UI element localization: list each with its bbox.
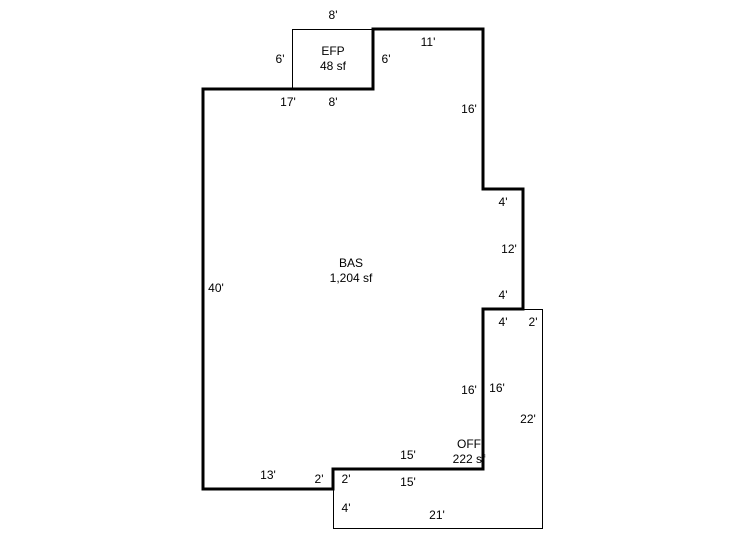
dim-bas-right-lower: 16' — [461, 383, 477, 397]
bas-name-label: BAS — [339, 256, 363, 270]
dim-bas-bottom-left: 13' — [260, 468, 276, 482]
dim-efp-top: 8' — [329, 8, 338, 22]
dim-off-inner-bottom: 15' — [400, 475, 416, 489]
dim-off-bottom: 21' — [429, 508, 445, 522]
efp-name-label: EFP — [321, 44, 344, 58]
dim-bas-left: 40' — [208, 281, 224, 295]
efp-area-label: 48 sf — [320, 59, 347, 73]
dim-off-top: 2' — [529, 315, 538, 329]
dim-efp-bottom: 8' — [329, 95, 338, 109]
bas-area-label: 1,204 sf — [330, 271, 373, 285]
dim-bas-bump-bottom: 4' — [499, 288, 508, 302]
dim-bas-bump-top: 4' — [499, 195, 508, 209]
dim-bas-right-upper: 16' — [461, 102, 477, 116]
dim-bas-bump-side: 12' — [501, 242, 517, 256]
dim-bas-top-left: 17' — [280, 95, 296, 109]
dim-bas-top-right: 11' — [421, 35, 436, 49]
bas-outline — [201, 27, 525, 491]
off-name-label: OFF — [457, 437, 481, 451]
dim-bas-step-down: 2' — [315, 472, 324, 486]
dim-efp-right: 6' — [382, 52, 391, 66]
off-area-label: 222 sf — [453, 452, 486, 466]
dim-bas-bottom-inner: 15' — [400, 448, 416, 462]
dim-off-inner-side: 16' — [489, 381, 505, 395]
dim-off-left: 4' — [342, 501, 351, 515]
dim-off-step: 2' — [342, 472, 351, 486]
off-outline — [333, 309, 543, 529]
dim-off-right: 22' — [520, 412, 536, 426]
dim-efp-left: 6' — [276, 52, 285, 66]
dim-bas-step-top: 4' — [499, 315, 508, 329]
